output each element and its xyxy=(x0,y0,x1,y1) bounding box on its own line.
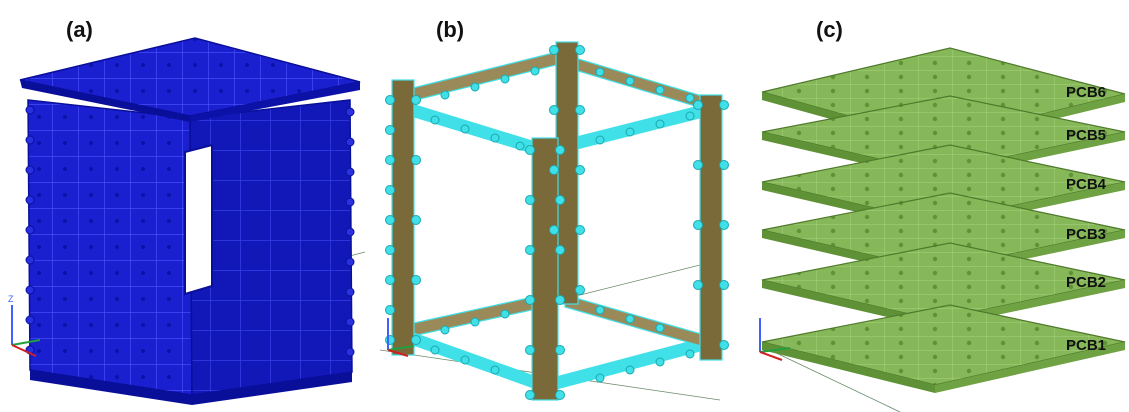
corner-bolts xyxy=(25,105,355,357)
pcb5-label: PCB5 xyxy=(1066,127,1106,144)
frame-rails xyxy=(391,41,723,401)
reference-line xyxy=(769,349,901,412)
panel-c: (c) xyxy=(759,17,1126,412)
base-plate xyxy=(30,370,352,405)
window-cutout xyxy=(184,143,213,296)
pcb4-label: PCB4 xyxy=(1066,176,1107,193)
reference-line xyxy=(559,259,721,301)
panel-b: (b) xyxy=(379,17,729,401)
pcb3-label: PCB3 xyxy=(1066,226,1106,243)
left-face xyxy=(27,99,193,396)
lid-edge-left xyxy=(20,80,190,122)
right-face xyxy=(189,99,353,396)
xyz-axis-icon xyxy=(387,318,415,357)
pcb1-label: PCB1 xyxy=(1066,337,1106,354)
pcb-board-1 xyxy=(761,304,1126,393)
lid-edge-right xyxy=(190,82,360,122)
panel-a-label: (a) xyxy=(66,17,93,42)
xyz-axis-icon xyxy=(759,318,791,361)
panel-a: (a) Z xyxy=(8,17,366,405)
xyz-axis-icon: Z xyxy=(8,294,41,357)
panel-b-label: (b) xyxy=(436,17,464,42)
frame-nodes xyxy=(385,45,729,400)
pcb-board-2 xyxy=(761,242,1126,328)
panel-c-label: (c) xyxy=(816,17,843,42)
pcb2-label: PCB2 xyxy=(1066,274,1106,291)
pcb6-label: PCB6 xyxy=(1066,84,1106,101)
svg-text:Z: Z xyxy=(8,294,14,304)
